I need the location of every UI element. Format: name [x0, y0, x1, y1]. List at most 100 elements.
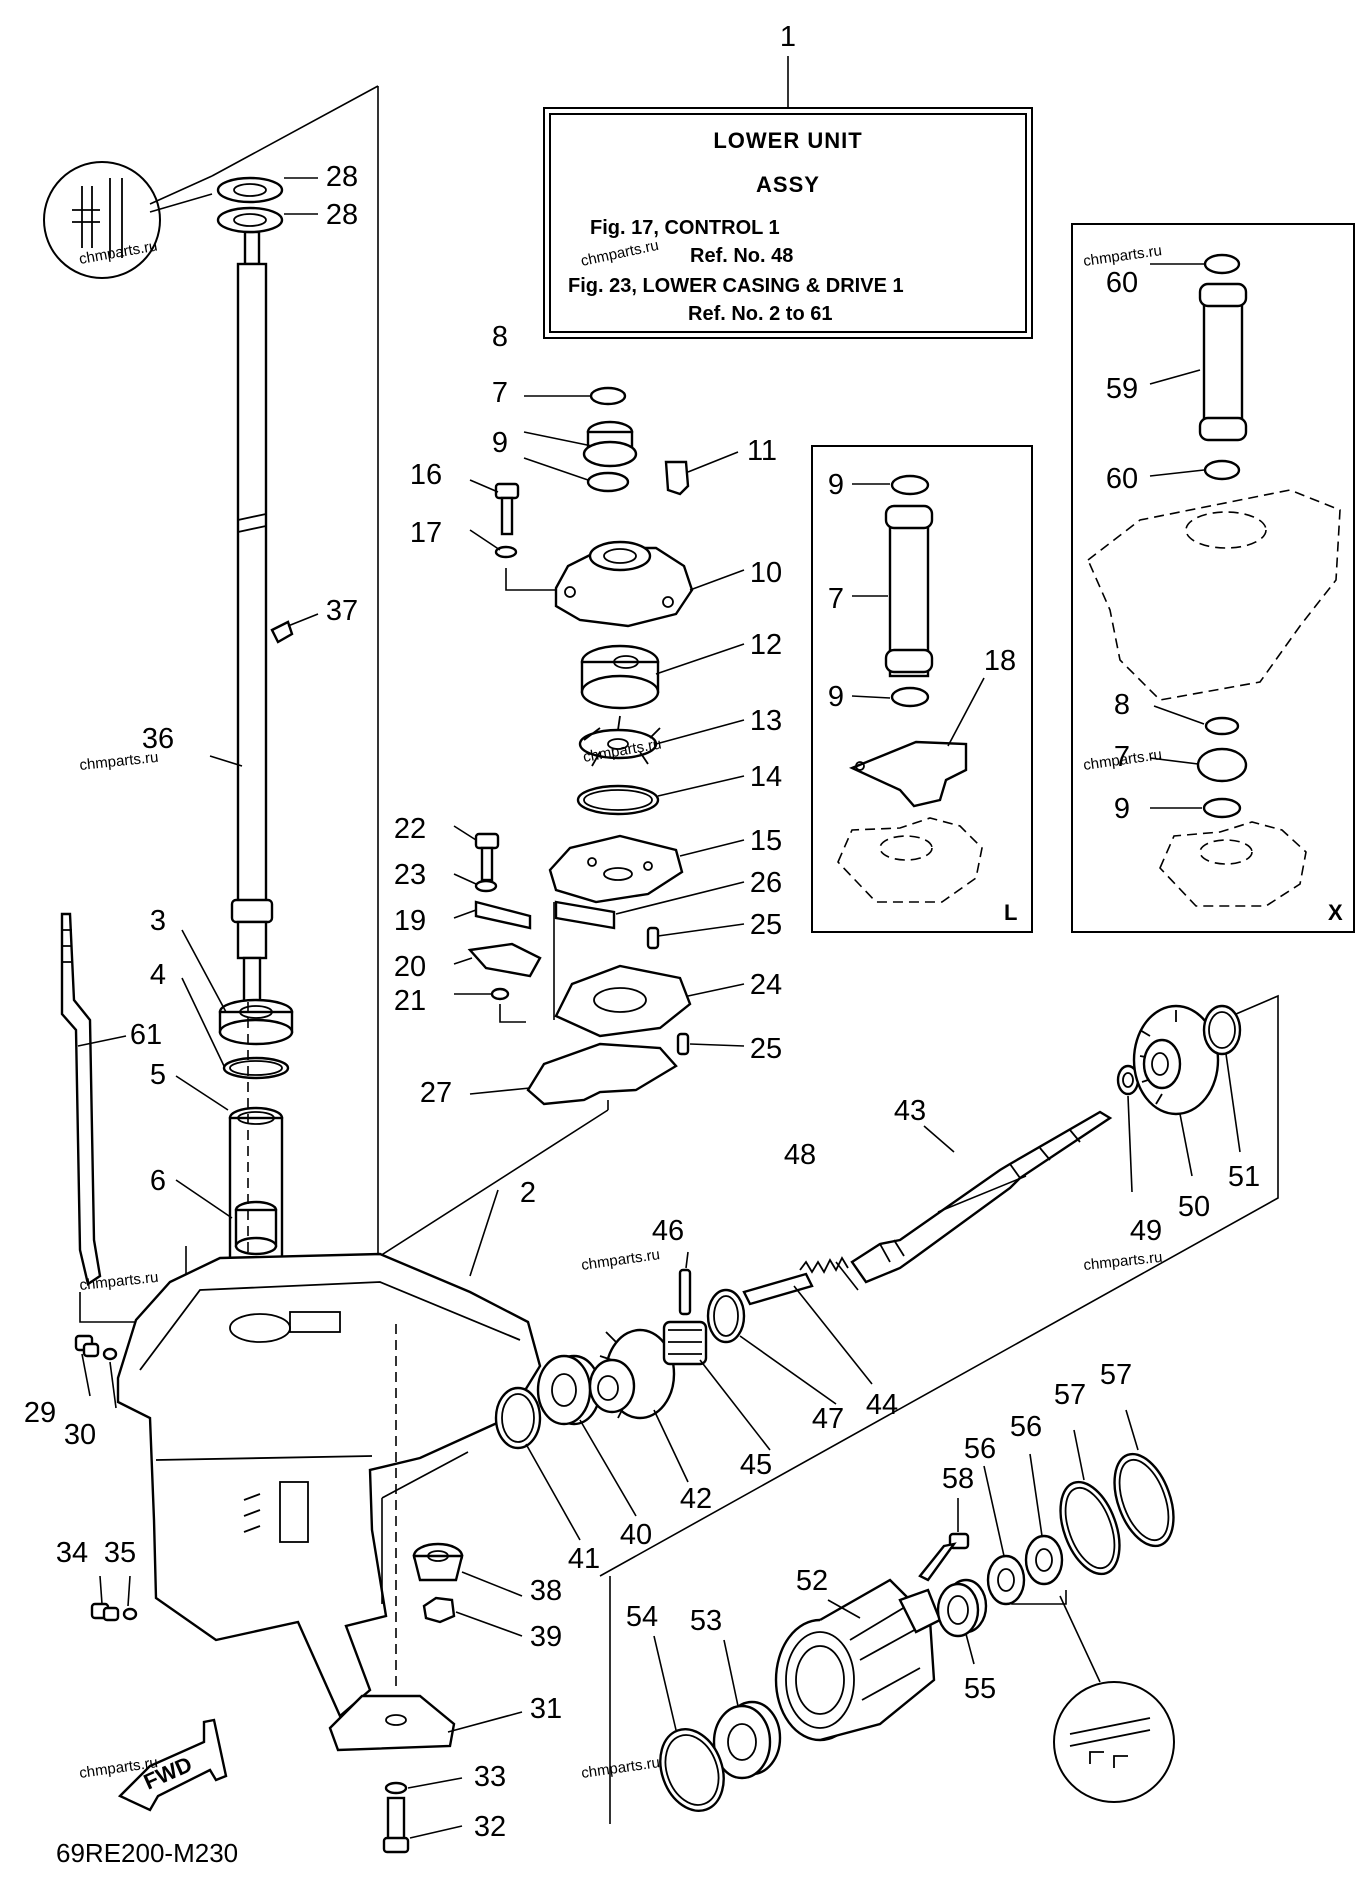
damper-19 — [474, 900, 532, 930]
pinion-guide-line — [381, 1451, 469, 1604]
nut-39 — [422, 1596, 456, 1624]
insert-cartridge-12 — [580, 644, 660, 710]
callout-3: 3 — [150, 905, 166, 937]
callout-4: 4 — [150, 959, 166, 991]
bearing-3 — [218, 998, 294, 1046]
callout-x-7: 7 — [1114, 741, 1130, 773]
callout-x-9: 9 — [1114, 793, 1130, 825]
callout-28-upper: 28 — [326, 161, 358, 193]
title-box: LOWER UNIT ASSY Fig. 17, CONTROL 1 Ref. … — [543, 56, 1033, 339]
dowel-pin-25-b — [676, 1032, 690, 1056]
propeller-shaft-43 — [850, 1110, 1113, 1284]
callout-57-right: 57 — [1100, 1359, 1132, 1391]
needle-bearing-55 — [936, 1578, 988, 1638]
collar-11 — [664, 460, 690, 496]
callout-56-right: 56 — [1010, 1411, 1042, 1443]
callout-6: 6 — [150, 1165, 166, 1197]
plate-20 — [467, 942, 542, 978]
exhaust-plate-outline — [1087, 489, 1341, 701]
callout-x-59: 59 — [1106, 373, 1138, 405]
bearing-housing-52 — [774, 1578, 942, 1742]
leader-lines — [77, 177, 1241, 1839]
diagram-code: 69RE200-M230 — [56, 1838, 238, 1868]
cross-pin-46 — [678, 1268, 692, 1316]
reverse-gear-50 — [1132, 1004, 1220, 1116]
shim-41 — [494, 1386, 542, 1450]
inset-x-label: X — [1328, 900, 1343, 925]
callout-40: 40 — [620, 1519, 652, 1551]
dowel-pin-25-a — [646, 926, 660, 950]
callout-35: 35 — [104, 1537, 136, 1569]
bolt-guide-line — [505, 568, 556, 591]
callout-l-7: 7 — [828, 583, 844, 615]
oring-14 — [576, 784, 660, 816]
callout-49: 49 — [1130, 1215, 1162, 1247]
callout-54: 54 — [626, 1601, 658, 1633]
plate-24 — [554, 964, 692, 1038]
callout-11: 11 — [747, 435, 777, 467]
bolt-22 — [474, 832, 500, 882]
bracket-18 — [848, 740, 968, 808]
bolt-58 — [918, 1532, 970, 1582]
callout-41: 41 — [568, 1543, 600, 1575]
oring-60-top — [1203, 253, 1241, 275]
callout-8: 8 — [492, 321, 508, 353]
title-line-1: LOWER UNIT — [713, 128, 862, 153]
title-line-6: Ref. No. 2 to 61 — [688, 303, 832, 325]
callout-23: 23 — [394, 859, 426, 891]
washer-17 — [494, 545, 518, 559]
inset-l: L — [811, 445, 1033, 933]
callout-25-lower: 25 — [750, 1033, 782, 1065]
shift-rod-61 — [60, 912, 102, 1286]
pump-housing-outline-x — [1159, 821, 1307, 907]
callout-20: 20 — [394, 951, 426, 983]
impeller-13 — [578, 715, 661, 767]
check-screw-34 — [90, 1602, 120, 1622]
watermark-text: chmparts.ru — [1082, 242, 1163, 270]
frame-line-top — [211, 85, 379, 177]
callout-14: 14 — [750, 761, 782, 793]
bolt-32 — [382, 1796, 410, 1854]
oil-seal-28-a — [216, 176, 284, 204]
frame-line-pump — [379, 1100, 609, 1257]
callout-28-lower: 28 — [326, 199, 358, 231]
grommet-7 — [582, 420, 638, 468]
callout-53: 53 — [690, 1605, 722, 1637]
oil-seal-28-b — [216, 206, 284, 234]
bolt-16 — [494, 482, 520, 536]
dog-clutch-45 — [662, 1320, 708, 1366]
washer-23 — [474, 879, 498, 893]
callout-24: 24 — [750, 969, 782, 1001]
seal-detail-top — [43, 161, 213, 279]
callout-x-60-upper: 60 — [1106, 267, 1138, 299]
forward-gear-42 — [588, 1328, 676, 1420]
callout-13: 13 — [750, 705, 782, 737]
callout-15: 15 — [750, 825, 782, 857]
callout-22: 22 — [394, 813, 426, 845]
watermark-text: chmparts.ru — [1083, 1249, 1164, 1274]
callout-37: 37 — [326, 595, 358, 627]
pin-37 — [270, 620, 294, 644]
callout-l-18: 18 — [984, 645, 1016, 677]
oil-seal-56-a — [986, 1554, 1026, 1606]
callout-30: 30 — [64, 1419, 96, 1451]
oring-60-bottom — [1203, 459, 1241, 481]
inset-l-label: L — [1004, 900, 1017, 925]
lower-casing-2 — [116, 1252, 542, 1718]
callout-58: 58 — [942, 1463, 974, 1495]
anode-31 — [328, 1694, 456, 1752]
gasket-27 — [526, 1042, 678, 1106]
callout-2: 2 — [520, 1177, 536, 1209]
callout-51: 51 — [1228, 1161, 1260, 1193]
callout-9: 9 — [492, 427, 508, 459]
oring-9 — [586, 471, 630, 493]
watermark-text: chmparts.ru — [580, 1246, 661, 1274]
callout-42: 42 — [680, 1483, 712, 1515]
callout-29: 29 — [24, 1397, 56, 1429]
callout-x-8: 8 — [1114, 689, 1130, 721]
callout-31: 31 — [530, 1693, 562, 1725]
callout-46: 46 — [652, 1215, 684, 1247]
gasket-30 — [102, 1347, 118, 1361]
bolt-guide-line-2 — [499, 1004, 526, 1023]
